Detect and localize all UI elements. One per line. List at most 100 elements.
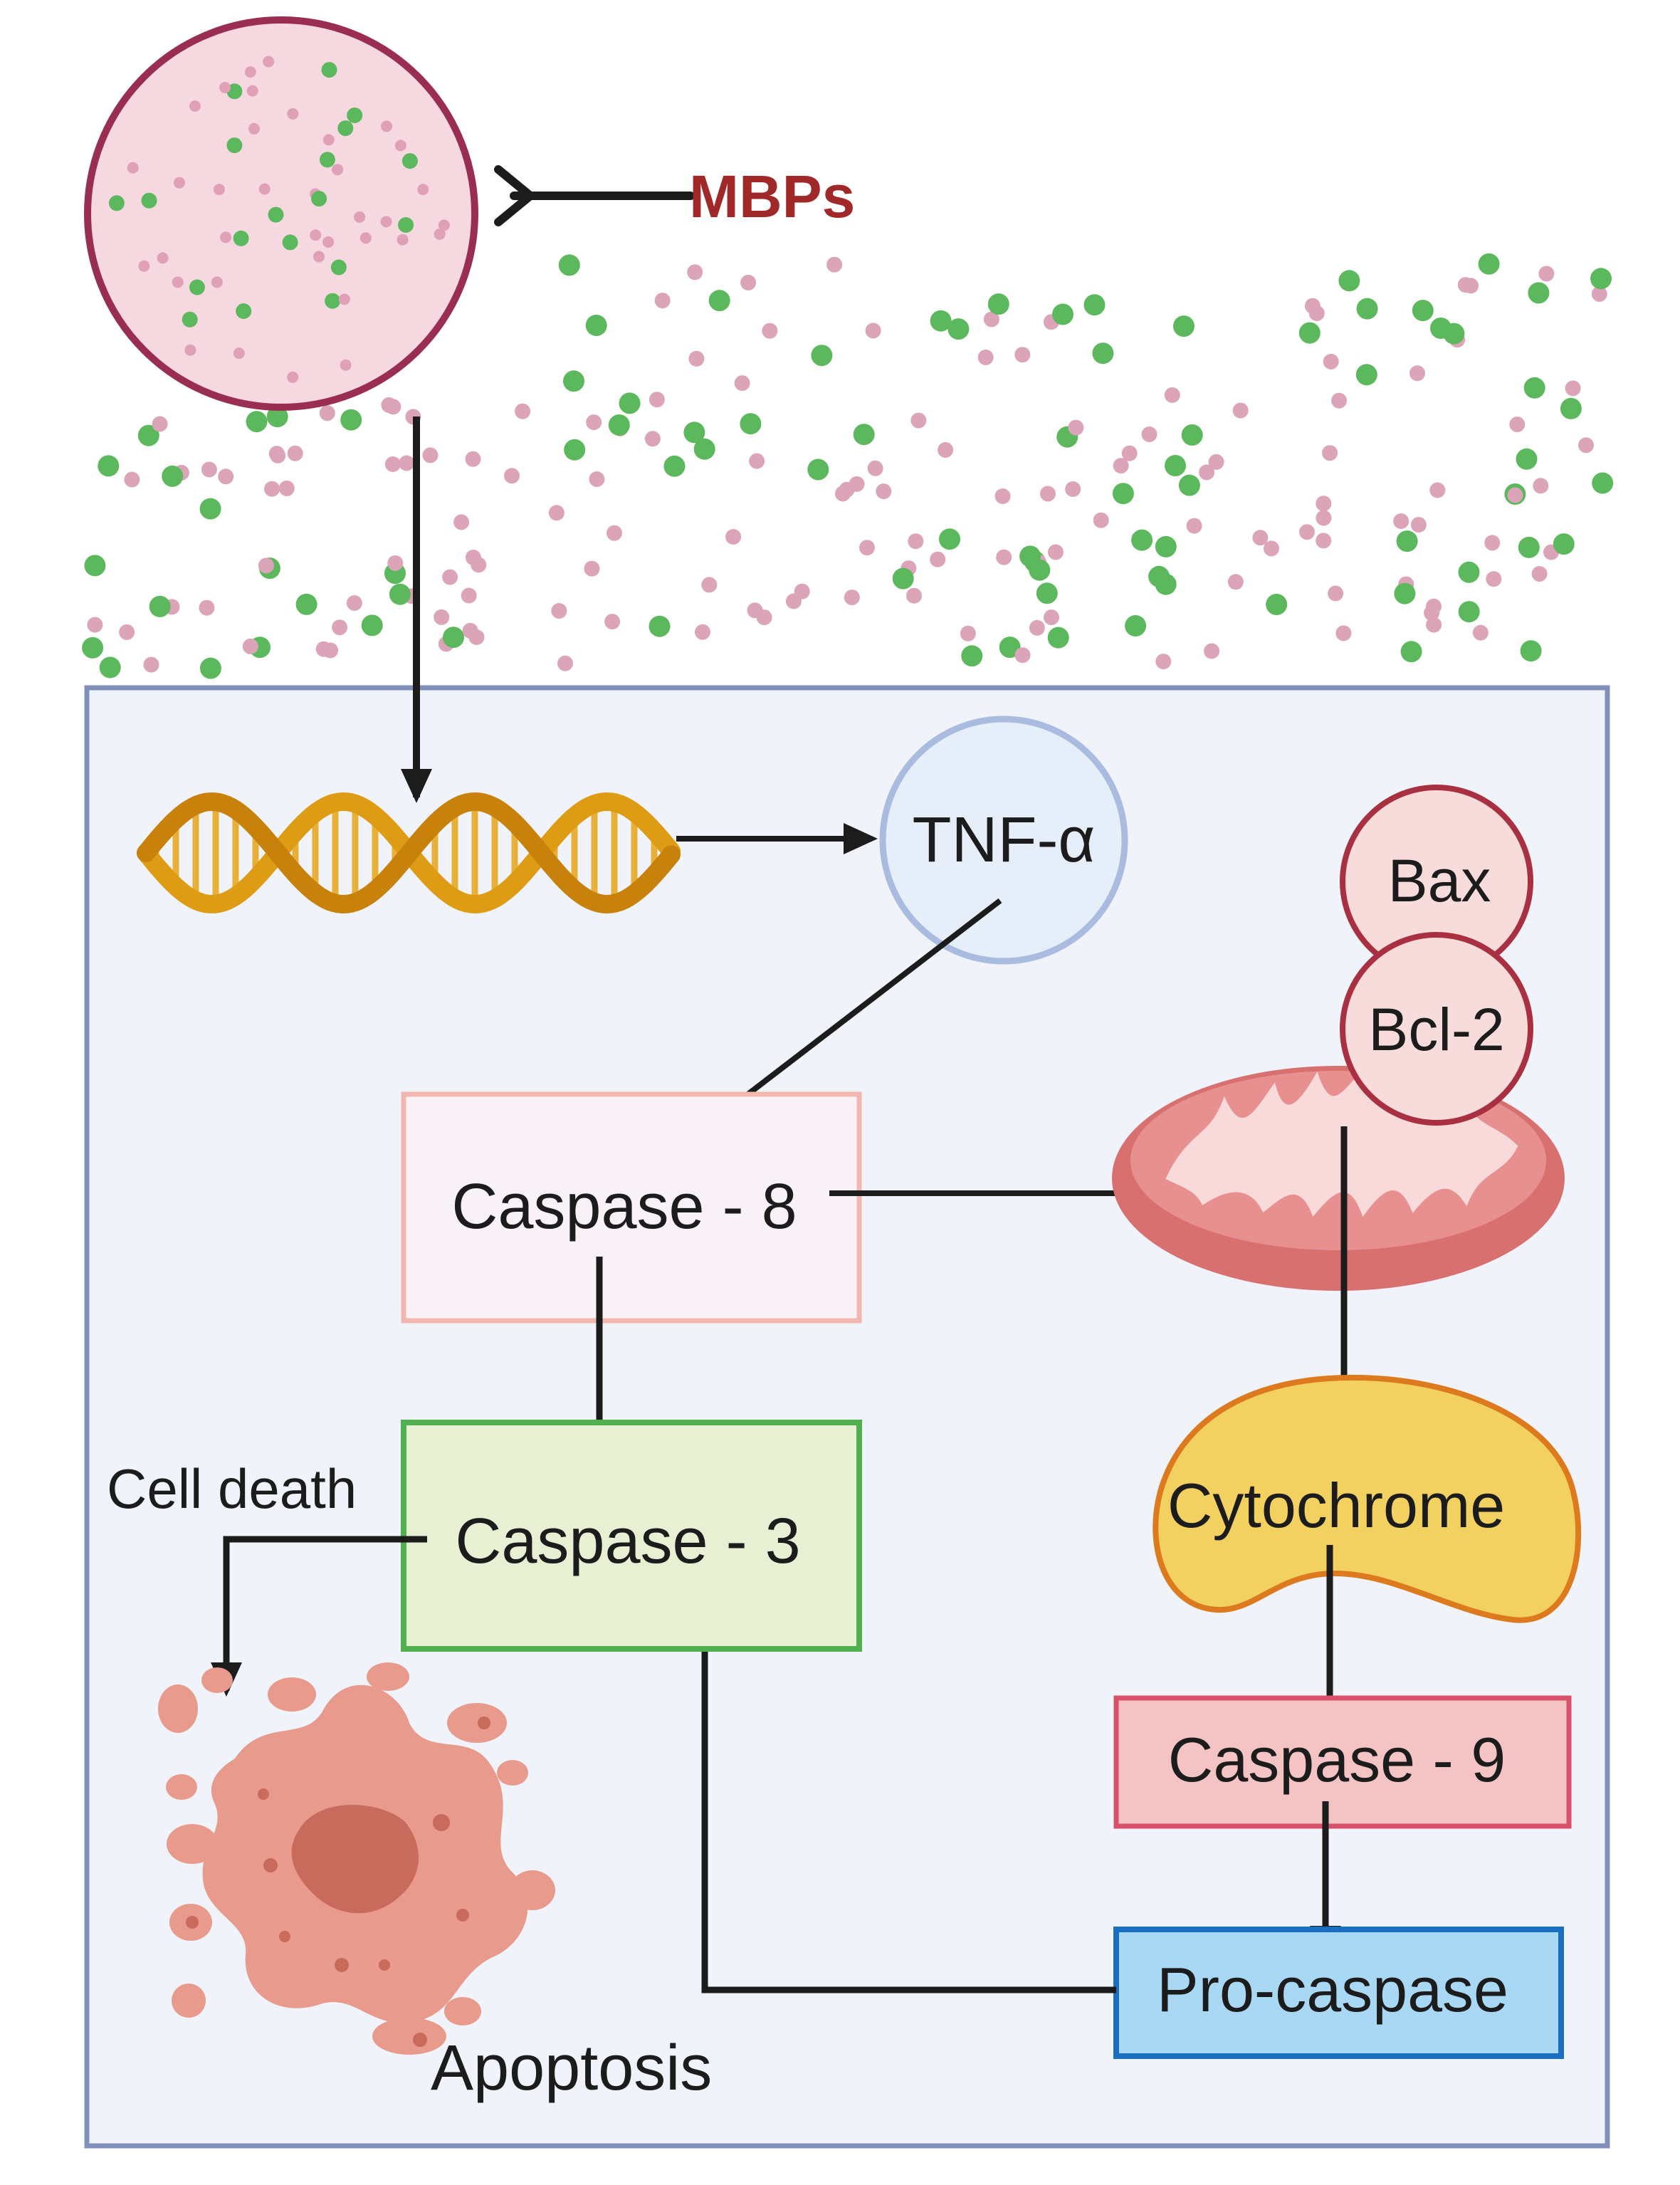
green-particle (1019, 545, 1041, 567)
pink-particle (1426, 598, 1442, 614)
pink-particle (332, 619, 348, 636)
green-particle (1553, 533, 1575, 555)
green-particle (1518, 536, 1540, 558)
green-particle (268, 206, 284, 223)
green-particle (930, 310, 952, 332)
green-particle (1155, 535, 1177, 557)
pink-particle (604, 614, 621, 630)
pink-particle (310, 229, 322, 241)
green-particle (939, 528, 960, 550)
green-particle (1355, 364, 1377, 386)
pink-particle (1121, 445, 1138, 461)
pink-particle (1014, 347, 1031, 363)
pink-particle (1164, 387, 1180, 403)
pink-particle (263, 56, 275, 68)
pink-particle (584, 560, 600, 577)
pink-particle (1227, 574, 1244, 590)
pink-particle (152, 416, 168, 432)
pink-particle (1299, 524, 1315, 540)
pink-particle (244, 66, 256, 78)
pink-particle (908, 533, 924, 550)
pink-particle (865, 323, 881, 339)
pink-particle (586, 414, 602, 431)
pink-particle (124, 471, 140, 488)
pink-particle (1409, 365, 1425, 382)
green-particle (1412, 300, 1434, 322)
pink-particle (1591, 285, 1607, 302)
green-particle (98, 455, 120, 477)
pink-particle (332, 164, 344, 176)
pink-particle (399, 455, 415, 471)
green-particle (141, 192, 157, 209)
pink-particle (983, 311, 999, 328)
pink-particle (960, 625, 976, 641)
pink-particle (397, 234, 409, 246)
green-particle (226, 137, 243, 154)
green-particle (295, 593, 317, 615)
pink-particle (1323, 353, 1339, 370)
cell-death-label: Cell death (107, 1457, 357, 1520)
pink-particle (1040, 486, 1056, 502)
pink-particle (287, 371, 299, 383)
pink-particle (930, 551, 946, 567)
green-particle (693, 438, 715, 460)
procaspase-node: Pro-caspase (1113, 1927, 1564, 2059)
green-particle (182, 311, 198, 328)
green-particle (246, 411, 268, 433)
pink-particle (394, 140, 406, 152)
cytochrome-label: Cytochrome (1167, 1470, 1505, 1541)
pink-particle (1509, 416, 1526, 433)
green-particle (266, 406, 288, 428)
pink-particle (220, 231, 232, 243)
pink-particle (1029, 619, 1045, 636)
pink-particle (740, 274, 757, 290)
pink-particle (1565, 380, 1581, 397)
pink-particle (322, 642, 339, 659)
pink-particle (1331, 392, 1347, 409)
green-particle (282, 234, 298, 251)
green-particle (708, 290, 730, 312)
pink-particle (157, 252, 169, 264)
pink-particle (826, 256, 843, 273)
pink-particle (938, 442, 954, 458)
green-particle (1083, 294, 1106, 316)
pink-particle (387, 555, 404, 571)
pink-particle (695, 624, 710, 640)
pink-particle (1316, 533, 1332, 549)
green-particle (1520, 640, 1542, 662)
green-particle (1356, 298, 1378, 320)
pink-particle (1393, 513, 1409, 529)
green-particle (1458, 601, 1480, 623)
caspase3-label: Caspase - 3 (455, 1506, 800, 1577)
pink-particle (174, 177, 185, 189)
green-particle (1131, 529, 1153, 551)
pink-particle (87, 617, 103, 633)
pink-particle (1316, 496, 1332, 512)
pink-particle (1486, 571, 1502, 587)
pink-particle (701, 577, 718, 593)
pink-particle (119, 624, 135, 640)
pink-particle (785, 593, 802, 609)
pink-particle (1093, 512, 1109, 528)
pink-particle (1232, 402, 1249, 419)
pink-particle (248, 122, 260, 135)
apoptotic-cell-icon (158, 1662, 555, 2055)
green-particle (361, 614, 383, 636)
green-particle (1047, 627, 1069, 649)
green-particle (398, 217, 414, 233)
pink-particle (867, 460, 883, 476)
pink-particle (649, 392, 665, 408)
pink-particle (734, 375, 750, 392)
green-particle (585, 315, 607, 336)
pink-particle (127, 162, 139, 174)
pink-particle (471, 557, 487, 573)
pink-particle (1429, 482, 1446, 498)
pink-particle (859, 540, 875, 556)
pink-particle (199, 599, 215, 616)
pink-particle (1014, 647, 1031, 664)
green-particle (199, 657, 221, 679)
pink-particle (184, 344, 196, 356)
pink-particle (218, 468, 234, 485)
green-particle (162, 465, 184, 487)
pink-particle (1113, 458, 1129, 474)
